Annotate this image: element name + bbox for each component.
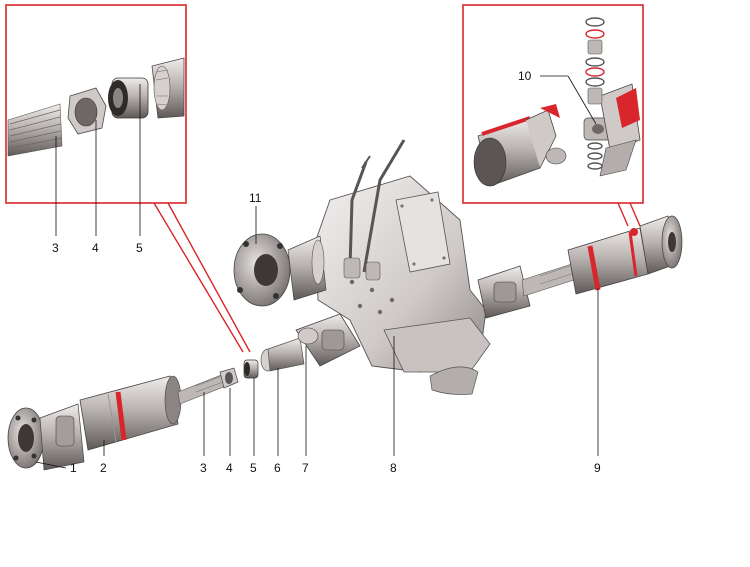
inset-left-pointer bbox=[153, 202, 251, 353]
shift-lever-mounts bbox=[343, 257, 381, 281]
inset-universal-joint-detail: 10 bbox=[462, 4, 644, 204]
callout-4: 4 bbox=[226, 461, 233, 475]
callout-leaders bbox=[35, 206, 599, 469]
front-propeller-shaft bbox=[7, 369, 237, 471]
rear-propeller-shaft bbox=[477, 215, 683, 319]
callout-11: 11 bbox=[249, 191, 262, 205]
inset-right-frame bbox=[462, 4, 644, 204]
callout-1: 1 bbox=[70, 461, 77, 475]
callout-10: 10 bbox=[518, 69, 532, 83]
shift-levers bbox=[348, 139, 406, 273]
callout-6: 6 bbox=[274, 461, 281, 475]
inset-callout-5: 5 bbox=[136, 241, 143, 255]
inset-callout-3: 3 bbox=[52, 241, 59, 255]
inset-right-pointer bbox=[617, 202, 641, 227]
shaft-nut bbox=[219, 367, 239, 389]
inset-splined-shaft bbox=[7, 103, 63, 157]
callout-2: 2 bbox=[100, 461, 107, 475]
front-output-yoke bbox=[295, 313, 361, 367]
transfer-case-body bbox=[315, 139, 491, 395]
inset-yoke-tube bbox=[473, 104, 567, 187]
shaft-seal-ring bbox=[243, 359, 259, 379]
callout-9: 9 bbox=[594, 461, 601, 475]
inset-seal-ring bbox=[108, 77, 149, 119]
callout-8: 8 bbox=[390, 461, 397, 475]
front-flange bbox=[7, 407, 45, 469]
inset-bearing-stack bbox=[585, 17, 605, 170]
callout-7: 7 bbox=[302, 461, 309, 475]
power-take-off-flange bbox=[233, 233, 327, 307]
callout-3: 3 bbox=[200, 461, 207, 475]
inset-spline-detail: 3 4 5 bbox=[5, 4, 187, 255]
inset-callout-4: 4 bbox=[92, 241, 99, 255]
inset-yoke-flange bbox=[599, 83, 641, 177]
output-shaft-stub bbox=[260, 337, 305, 372]
inset-tube-end bbox=[151, 57, 185, 119]
callout-5: 5 bbox=[250, 461, 257, 475]
inset-nut bbox=[67, 83, 107, 135]
